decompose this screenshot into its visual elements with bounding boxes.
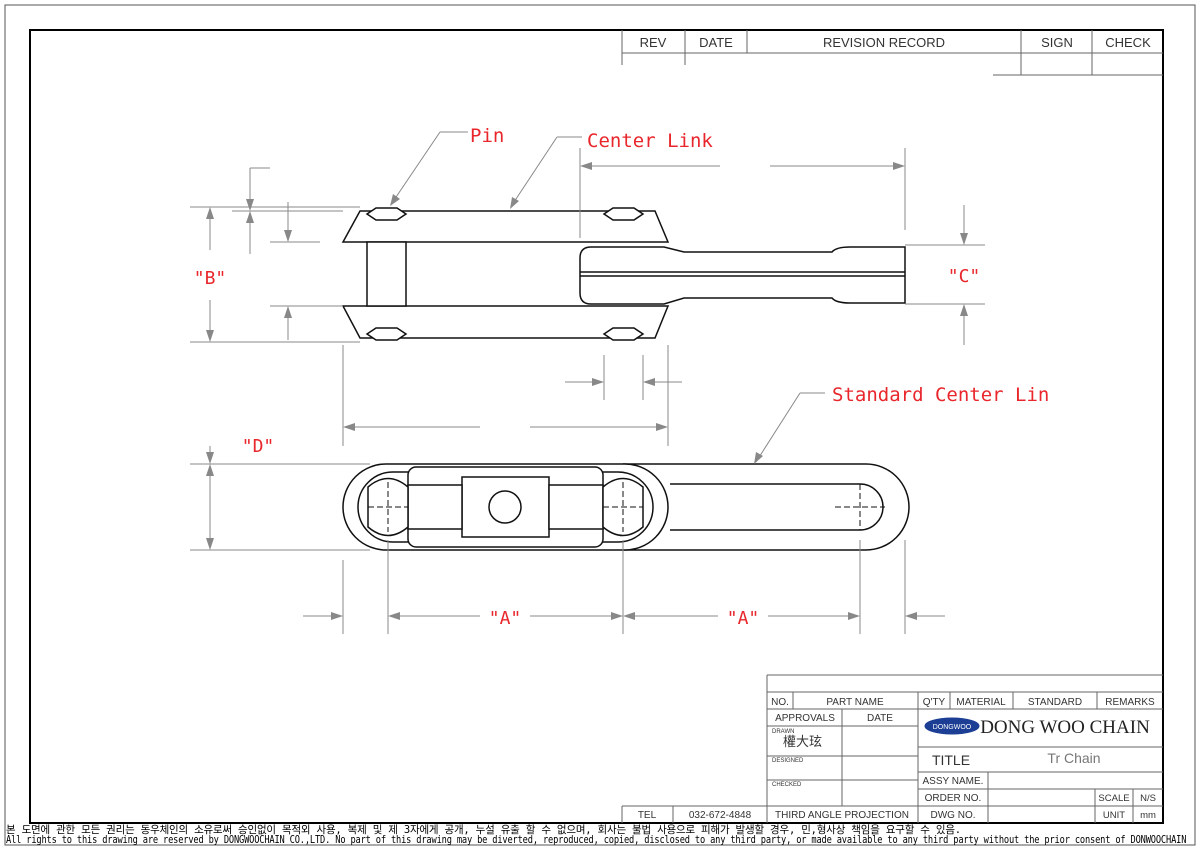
drawn-name: 權大玹 — [783, 734, 822, 749]
approvals-header: APPROVALS — [775, 713, 835, 724]
pin-label: Pin — [470, 125, 504, 147]
upper-side-plate — [341, 210, 670, 243]
assy-name-label: ASSY NAME. — [923, 776, 984, 787]
check-header: CHECK — [1105, 35, 1151, 50]
checked-label: CHECKED — [772, 782, 802, 788]
center-hole — [488, 490, 522, 524]
dim-b-label: "B" — [194, 268, 227, 289]
center-link-label: Center Link — [587, 130, 713, 152]
order-no-label: ORDER NO. — [925, 793, 982, 804]
title-block-grid — [621, 674, 1163, 823]
dwg-no-label: DWG NO. — [931, 810, 976, 821]
drawn-label: DRAWN — [772, 729, 794, 735]
projection-label: THIRD ANGLE PROJECTION — [775, 810, 909, 821]
company-name: DONG WOO CHAIN — [980, 717, 1150, 738]
dongwoo-logo-text: DONGWOO — [933, 724, 972, 731]
rev-header: REV — [640, 35, 667, 50]
qty-header: Q'TY — [923, 697, 946, 708]
tel-label: TEL — [638, 810, 657, 821]
title-label: TITLE — [932, 752, 970, 768]
unit-value: mm — [1140, 810, 1156, 821]
standard-center-link-label: Standard Center Lin — [832, 384, 1049, 406]
dim-c-label: "C" — [948, 266, 981, 287]
revision-table — [621, 30, 1163, 76]
designed-label: DESIGNED — [772, 758, 804, 764]
pin-head-top-right — [602, 207, 645, 221]
side-view-dimensions — [190, 392, 945, 634]
material-header: MATERIAL — [956, 697, 1006, 708]
standard-link-slot — [670, 483, 884, 531]
pin-body — [366, 241, 407, 307]
title-value: Tr Chain — [1047, 750, 1100, 766]
scale-label: SCALE — [1098, 793, 1129, 804]
approvals-date-header: DATE — [867, 713, 893, 724]
tel-value: 032-672-4848 — [689, 810, 752, 821]
outer-border — [4, 4, 1196, 846]
date-header: DATE — [699, 35, 733, 50]
dim-a1-label: "A" — [489, 608, 522, 629]
unit-label: UNIT — [1103, 810, 1125, 821]
pin-head-top-left — [365, 207, 408, 221]
remarks-header: REMARKS — [1105, 697, 1155, 708]
scale-value: N/S — [1140, 793, 1156, 804]
side-view — [342, 463, 910, 551]
top-view — [341, 207, 906, 341]
footer-korean-notice: 본 도면에 관한 모든 권리는 동우체인의 소유로써 승인없이 목적외 사용, … — [6, 824, 961, 836]
part-name-header: PART NAME — [826, 697, 884, 708]
standard-header: STANDARD — [1028, 697, 1082, 708]
frame-border — [29, 29, 1164, 824]
revision-record-header: REVISION RECORD — [823, 35, 945, 50]
side-view-arrowheads — [206, 452, 917, 620]
right-recess — [548, 484, 604, 530]
pin-head-bottom-right — [602, 327, 645, 341]
no-header: NO. — [771, 697, 789, 708]
top-view-arrowheads — [206, 162, 968, 431]
footer-english-notice: All rights to this drawing are reserved … — [6, 834, 1187, 846]
sign-header: SIGN — [1041, 35, 1073, 50]
dim-d-label: "D" — [242, 436, 275, 457]
left-recess — [407, 484, 463, 530]
pin-head-bottom-left — [365, 327, 408, 341]
dongwoo-logo-icon — [924, 717, 980, 735]
dim-a2-label: "A" — [727, 608, 760, 629]
lower-side-plate — [341, 305, 670, 339]
